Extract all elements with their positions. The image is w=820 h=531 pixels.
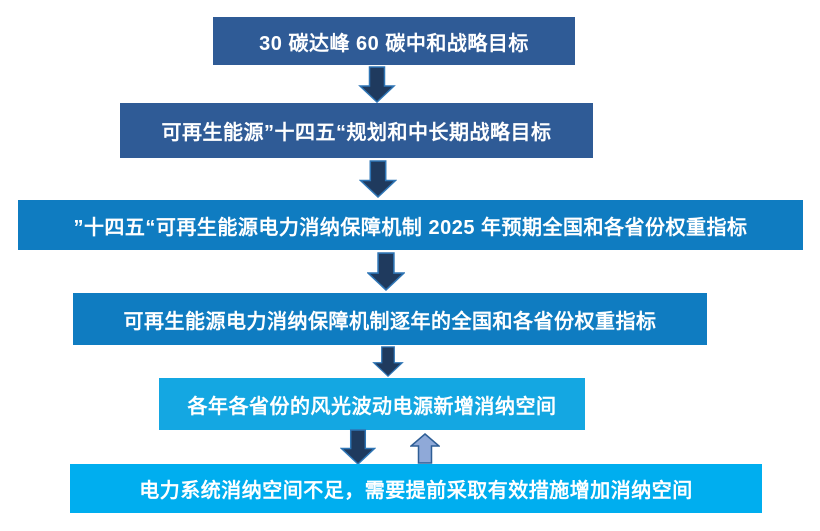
down-arrow-icon [372,346,404,377]
up-arrow-shape [410,433,440,464]
down-arrow-shape [359,160,397,198]
up-arrow-icon [410,433,440,464]
flow-node-new-absorption-space: 各年各省份的风光波动电源新增消纳空间 [159,378,585,430]
flow-node-label: 可再生能源电力消纳保障机制逐年的全国和各省份权重指标 [123,310,657,333]
flow-node-label: 可再生能源”十四五“规划和中长期战略目标 [161,122,552,144]
flow-node-yearly-weight-targets: 可再生能源电力消纳保障机制逐年的全国和各省份权重指标 [73,293,707,345]
flow-node-label: ”十四五“可再生能源电力消纳保障机制 2025 年预期全国和各省份权重指标 [73,216,748,239]
down-arrow-icon [358,66,396,103]
flow-node-label: 各年各省份的风光波动电源新增消纳空间 [187,395,557,418]
down-arrow-shape [340,429,376,465]
down-arrow-icon [340,429,376,465]
down-arrow-shape [367,252,405,291]
flow-node-insufficient-space-warning: 电力系统消纳空间不足，需要提前采取有效措施增加消纳空间 [70,464,762,513]
down-arrow-shape [372,346,404,377]
flow-node-carbon-goals: 30 碳达峰 60 碳中和战略目标 [213,17,575,65]
flow-node-label: 30 碳达峰 60 碳中和战略目标 [259,32,529,55]
flow-node-renewable-plan: 可再生能源”十四五“规划和中长期战略目标 [120,103,593,158]
down-arrow-shape [358,66,396,103]
flow-node-2025-weight-targets: ”十四五“可再生能源电力消纳保障机制 2025 年预期全国和各省份权重指标 [18,200,803,250]
down-arrow-icon [367,252,405,291]
flow-node-label: 电力系统消纳空间不足，需要提前采取有效措施增加消纳空间 [139,480,693,502]
down-arrow-icon [359,160,397,198]
